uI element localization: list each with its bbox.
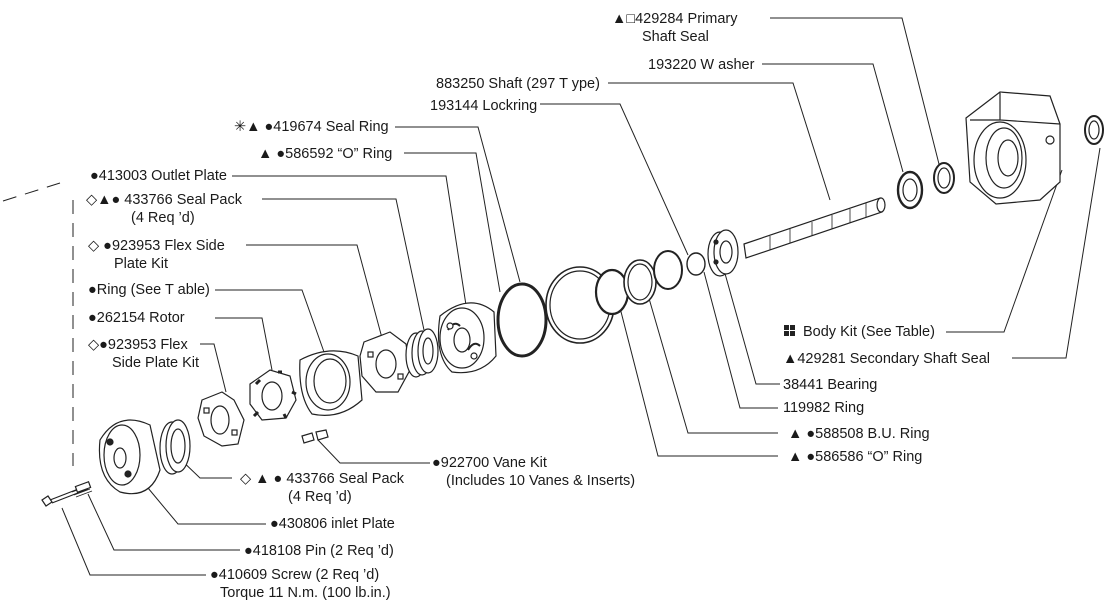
rotor-part — [249, 369, 297, 421]
callout-line: ◇ ▲ ● 433766 Seal Pack — [240, 471, 405, 487]
callout-line: ●922700 Vane Kit — [432, 455, 547, 471]
leader-body-kit — [946, 169, 1063, 333]
o-ring-586586-part — [594, 268, 630, 316]
callout-lockring: 193144 Lockring — [430, 97, 537, 115]
secondary-shaft-seal-part — [1084, 115, 1104, 145]
callout-line: Plate Kit — [114, 256, 168, 272]
seal-pack-outlet-part — [405, 328, 439, 378]
callout-bu-ring: ▲ ●588508 B.U. Ring — [788, 425, 930, 443]
callout-rotor: ●262154 Rotor — [88, 309, 185, 327]
leader-o-ring-586592 — [404, 152, 501, 293]
o-ring-586592-part — [496, 282, 548, 358]
callout-seal-pack-outlet: ◇▲● 433766 Seal Pack (4 Req ’d) — [86, 191, 242, 227]
callout-line: ●Ring (See T able) — [88, 282, 210, 298]
leader-flex-side-plate-inlet — [200, 343, 227, 393]
callout-line: ▲ ●586592 “O” Ring — [258, 146, 393, 162]
assembly-axis-line — [2, 182, 61, 202]
pin-part — [74, 481, 92, 493]
callout-shaft: 883250 Shaft (297 T ype) — [436, 75, 600, 93]
screw-part — [41, 485, 93, 507]
leader-ring — [215, 289, 325, 353]
leader-pin — [87, 493, 240, 551]
callout-line: 883250 Shaft (297 T ype) — [436, 76, 600, 92]
callout-line: (4 Req ’d) — [288, 489, 352, 505]
leader-vane-kit — [317, 439, 430, 464]
callout-line: (Includes 10 Vanes & Inserts) — [446, 473, 636, 489]
callout-line: ◇ ●923953 Flex Side — [88, 238, 225, 254]
callout-bearing: 38441 Bearing — [783, 376, 877, 394]
leader-seal-pack-outlet — [262, 198, 425, 331]
lockring-part — [653, 250, 683, 290]
leader-ring-119982 — [703, 271, 778, 409]
callout-body-kit: Body Kit (See Table) — [784, 323, 935, 341]
leader-bearing — [723, 269, 780, 385]
callout-line: Body Kit (See Table) — [803, 324, 935, 340]
leader-primary-shaft-seal — [770, 17, 941, 169]
callout-line: ◇▲● 433766 Seal Pack — [86, 192, 242, 208]
callout-line: ●413003 Outlet Plate — [90, 168, 227, 184]
outlet-plate-part — [437, 302, 497, 374]
callout-line: ◇●923953 Flex — [88, 337, 188, 353]
leader-washer — [762, 63, 904, 173]
callout-pin: ●418108 Pin (2 Req ’d) — [244, 542, 394, 560]
ring-part — [299, 350, 363, 416]
callout-o-ring-586586: ▲ ●586586 “O” Ring — [788, 448, 922, 466]
body-kit-grid-icon — [784, 325, 795, 336]
callout-line: ▲ ●588508 B.U. Ring — [788, 426, 930, 442]
callout-seal-ring: ✳▲ ●419674 Seal Ring — [234, 118, 389, 136]
callout-line: ▲ ●586586 “O” Ring — [788, 449, 923, 465]
ring-119982-part — [686, 252, 706, 276]
callout-flex-side-plate-outlet: ◇ ●923953 Flex Side Plate Kit — [88, 237, 225, 273]
callout-line: 193144 Lockring — [430, 98, 538, 114]
callout-ring-119982: 119982 Ring — [783, 399, 864, 417]
body-part — [965, 91, 1061, 205]
callout-washer: 193220 W asher — [648, 56, 754, 74]
vane-kit-part — [301, 429, 329, 444]
leader-outlet-plate — [232, 175, 469, 319]
callout-line: Torque 11 N.m. (100 lb.in.) — [220, 585, 391, 601]
leader-flex-side-plate-outlet — [246, 244, 383, 339]
callout-line: Side Plate Kit — [112, 355, 200, 371]
callout-o-ring-586592: ▲ ●586592 “O” Ring — [258, 145, 392, 163]
callout-outlet-plate: ●413003 Outlet Plate — [90, 167, 227, 185]
inlet-plate-part — [98, 419, 161, 495]
callout-line: ●430806 inlet Plate — [270, 516, 395, 532]
flex-side-plate-outlet-part — [359, 331, 411, 393]
callout-line: 193220 W asher — [648, 57, 755, 73]
callout-line: ✳▲ ●419674 Seal Ring — [234, 119, 389, 135]
leader-seal-ring — [395, 126, 521, 283]
shaft-part — [743, 197, 886, 259]
leader-inlet-plate — [147, 487, 266, 525]
leader-lockring — [540, 103, 689, 256]
callout-primary-shaft-seal: ▲□429284 Primary Shaft Seal — [612, 10, 737, 46]
callout-ring: ●Ring (See T able) — [88, 281, 210, 299]
callout-line: ●410609 Screw (2 Req ’d) — [210, 567, 380, 583]
bearing-part — [707, 229, 739, 277]
leader-bu-ring — [645, 287, 778, 434]
callout-line: (4 Req ’d) — [131, 210, 195, 226]
leader-screw — [61, 507, 206, 576]
callout-seal-pack-inlet: ◇ ▲ ● 433766 Seal Pack (4 Req ’d) — [240, 470, 404, 506]
leader-o-ring-586586 — [617, 299, 778, 457]
seal-pack-inlet-part — [159, 419, 191, 475]
callout-screw: ●410609 Screw (2 Req ’d) Torque 11 N.m. … — [210, 566, 391, 602]
callout-inlet-plate: ●430806 inlet Plate — [270, 515, 395, 533]
callout-line: ▲□429284 Primary — [612, 11, 738, 27]
callout-secondary-shaft-seal: ▲429281 Secondary Shaft Seal — [783, 350, 990, 368]
callout-line — [784, 323, 795, 341]
leader-rotor — [215, 317, 273, 371]
callout-line: 38441 Bearing — [783, 377, 878, 393]
callout-flex-side-plate-inlet: ◇●923953 Flex Side Plate Kit — [88, 336, 199, 372]
callout-line: ●418108 Pin (2 Req ’d) — [244, 543, 394, 559]
leader-secondary-shaft-seal — [1012, 147, 1101, 359]
callout-line: Shaft Seal — [642, 29, 709, 45]
callout-line: ●262154 Rotor — [88, 310, 185, 326]
callout-line: 119982 Ring — [783, 400, 865, 416]
flex-side-plate-inlet-part — [197, 391, 245, 447]
leader-shaft — [608, 82, 831, 201]
callout-vane-kit: ●922700 Vane Kit (Includes 10 Vanes & In… — [432, 454, 635, 490]
callout-line: ▲429281 Secondary Shaft Seal — [783, 351, 991, 367]
